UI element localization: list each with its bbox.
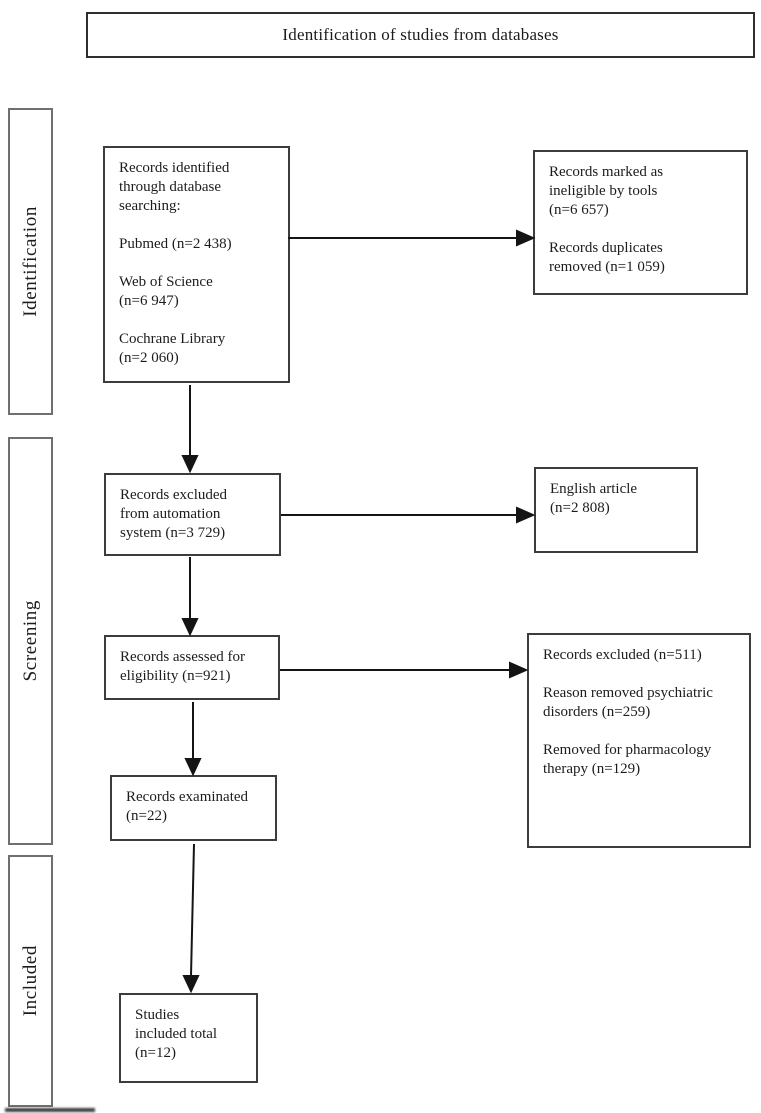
stage-label-identification: Identification — [8, 108, 53, 415]
text-line: Studies — [135, 1007, 180, 1023]
scan-artifact — [5, 1108, 95, 1112]
stage-label-screening: Screening — [8, 437, 53, 845]
text-line: (n=6 947) — [119, 293, 179, 309]
records-ineligible-box: Records marked as ineligible by tools (n… — [533, 150, 748, 295]
text-line: searching: — [119, 198, 181, 214]
text-line: English article — [550, 481, 638, 497]
arrowhead-icon — [181, 455, 199, 474]
text-line — [543, 665, 737, 684]
text-line — [543, 722, 737, 741]
english-article-box: English article (n=2 808) — [534, 467, 698, 553]
records-excluded-automation-box: Records excluded from automation system … — [104, 473, 281, 556]
records-excluded-reasons-box: Records excluded (n=511) Reason removed … — [527, 633, 751, 848]
text-line: Records assessed for — [120, 649, 245, 665]
arrowhead-icon — [509, 661, 529, 679]
text-line: (n=2 060) — [119, 350, 179, 366]
text-line: Records excluded (n=511) — [543, 647, 702, 663]
records-examinated-box: Records examinated (n=22) — [110, 775, 277, 841]
arrowhead-icon — [516, 229, 536, 247]
text-line: Records duplicates — [549, 240, 663, 256]
text-line: from automation — [120, 506, 221, 522]
text-line: Web of Science — [119, 274, 213, 290]
text-line: included total — [135, 1026, 218, 1042]
text-line: removed (n=1 059) — [549, 259, 665, 275]
text-line: Cochrane Library — [119, 331, 226, 347]
text-line: Reason removed psychiatric — [543, 685, 713, 701]
text-line: Records marked as — [549, 164, 664, 180]
diagram-title: Identification of studies from databases — [282, 25, 559, 44]
text-line: through database — [119, 179, 222, 195]
studies-included-box: Studies included total (n=12) — [119, 993, 258, 1083]
arrowhead-icon — [181, 618, 199, 637]
stage-label-text: Screening — [19, 600, 41, 682]
arrowhead-icon — [184, 758, 202, 777]
stage-label-text: Included — [19, 945, 41, 1017]
text-line — [119, 254, 276, 273]
diagram-title-box: Identification of studies from databases — [86, 12, 755, 58]
stage-label-included: Included — [8, 855, 53, 1107]
text-line: (n=12) — [135, 1045, 176, 1061]
text-line — [549, 220, 734, 239]
arrowhead-icon — [516, 506, 536, 524]
arrowhead-icon — [182, 975, 200, 994]
text-line: (n=6 657) — [549, 202, 609, 218]
text-line: (n=2 808) — [550, 500, 610, 516]
text-line: Records identified — [119, 160, 230, 176]
records-assessed-box: Records assessed for eligibility (n=921) — [104, 635, 280, 700]
text-line: Records excluded — [120, 487, 228, 503]
text-line: Removed for pharmacology — [543, 742, 712, 758]
stage-label-text: Identification — [19, 206, 41, 317]
text-line: therapy (n=129) — [543, 761, 641, 777]
text-line: Pubmed (n=2 438) — [119, 236, 232, 252]
text-line — [119, 216, 276, 235]
text-line: (n=22) — [126, 808, 167, 824]
text-line: eligibility (n=921) — [120, 668, 231, 684]
text-line: ineligible by tools — [549, 183, 658, 199]
records-identified-box: Records identified through database sear… — [103, 146, 290, 383]
arrow-examinated-to-studies — [190, 843, 195, 977]
text-line: system (n=3 729) — [120, 525, 226, 541]
text-line — [119, 311, 276, 330]
text-line: disorders (n=259) — [543, 704, 651, 720]
text-line: Records examinated — [126, 789, 249, 805]
